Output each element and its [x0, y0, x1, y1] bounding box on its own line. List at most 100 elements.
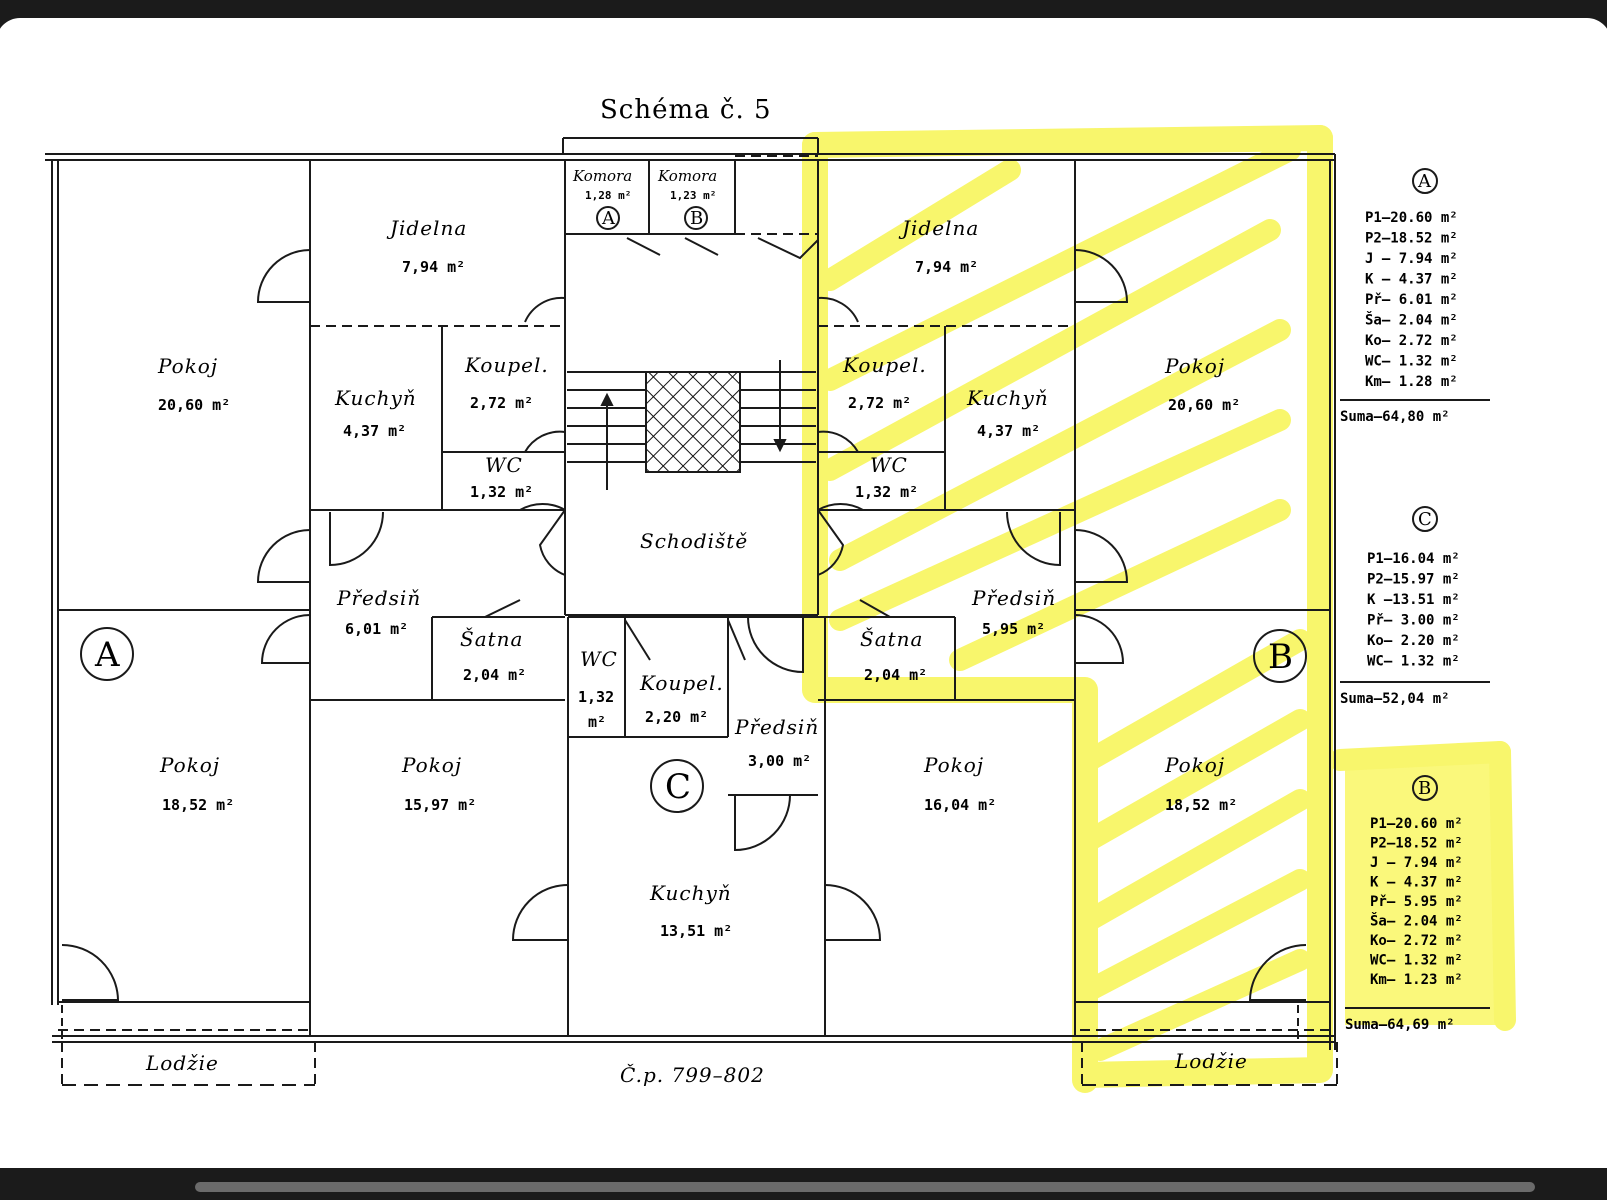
komora-a-name: Komora — [572, 167, 632, 185]
schodiste-name: Schodiště — [640, 529, 748, 553]
satna-a-name: Šatna — [460, 627, 523, 651]
pokoj-c2-name: Pokoj — [923, 753, 984, 777]
summary-c-mark: C — [1418, 509, 1432, 530]
wc-c-area: 1,32 — [578, 688, 614, 706]
summary-a-mark: A — [1417, 171, 1432, 192]
plan-title: Schéma č. 5 — [600, 95, 772, 125]
address-label: Č.p. 799–802 — [620, 1062, 765, 1087]
summary-row: K –13.51 m² — [1367, 592, 1460, 608]
summary-row: P2–15.97 m² — [1367, 572, 1460, 588]
lodzie-b-name: Lodžie — [1174, 1049, 1248, 1073]
wc-b-area: 1,32 m² — [855, 483, 918, 501]
koupel-c-area: 2,20 m² — [645, 708, 708, 726]
pokoj-b2-area: 18,52 m² — [1165, 796, 1237, 814]
jidelna-a-name: Jidelna — [386, 216, 467, 240]
kuchyn-a-name: Kuchyň — [334, 386, 417, 410]
koupel-b-area: 2,72 m² — [848, 394, 911, 412]
pokoj-a1-name: Pokoj — [157, 354, 218, 378]
summary-row: Př– 6.01 m² — [1365, 292, 1458, 308]
koupel-a-name: Koupel. — [464, 353, 549, 377]
summary-row: P2–18.52 m² — [1370, 836, 1463, 852]
summary-b-rows: P1–20.60 m² P2–18.52 m² J – 7.94 m² K – 4.3… — [1370, 816, 1463, 988]
summary-a-rows: P1–20.60 m² P2–18.52 m² J – 7.94 m² K – 4.3… — [1365, 210, 1458, 390]
pokoj-b1-name: Pokoj — [1164, 354, 1225, 378]
floor-plan-scan: Schéma č. 5 Komora 1,28 m² A Komora 1,23… — [0, 30, 1607, 1168]
lodzie-a-name: Lodžie — [145, 1051, 219, 1075]
summary-row: Ko– 2.72 m² — [1365, 333, 1458, 349]
summary-row: K – 4.37 m² — [1365, 272, 1458, 288]
pokoj-a2-area: 18,52 m² — [162, 796, 234, 814]
summary-b-total: Suma–64,69 m² — [1345, 1017, 1455, 1033]
pokoj-c1-area: 15,97 m² — [404, 796, 476, 814]
summary-row: Km– 1.23 m² — [1370, 972, 1463, 988]
komora-b-area: 1,23 m² — [670, 189, 716, 202]
summary-row: Ša– 2.04 m² — [1365, 311, 1458, 329]
predsin-a-name: Předsiň — [336, 586, 421, 610]
building-walls — [45, 137, 1338, 1086]
predsin-a-area: 6,01 m² — [345, 620, 408, 638]
summary-row: Ko– 2.20 m² — [1367, 633, 1460, 649]
pokoj-b1-area: 20,60 m² — [1168, 396, 1240, 414]
wc-a-name: WC — [485, 453, 523, 477]
predsin-c-area: 3,00 m² — [748, 752, 811, 770]
komora-b-name: Komora — [657, 167, 717, 185]
horizontal-scrollbar[interactable] — [195, 1182, 1535, 1192]
summary-row: P1–20.60 m² — [1370, 816, 1463, 832]
predsin-b-name: Předsiň — [971, 586, 1056, 610]
summary-row: Př– 5.95 m² — [1370, 894, 1463, 910]
summary-row: WC– 1.32 m² — [1365, 354, 1458, 370]
komora-b-mark: B — [690, 208, 703, 229]
summary-row: Ša– 2.04 m² — [1370, 912, 1463, 930]
predsin-b-area: 5,95 m² — [982, 620, 1045, 638]
pokoj-a1-area: 20,60 m² — [158, 396, 230, 414]
jidelna-b-name: Jidelna — [898, 216, 979, 240]
floor-plan-drawing: Schéma č. 5 Komora 1,28 m² A Komora 1,23… — [45, 95, 1516, 1093]
satna-b-area: 2,04 m² — [864, 666, 927, 684]
wc-c-unit: m² — [588, 713, 606, 731]
summary-row: J – 7.94 m² — [1365, 251, 1458, 267]
summary-row: WC– 1.32 m² — [1370, 953, 1463, 969]
satna-b-name: Šatna — [860, 627, 923, 651]
flat-c-marker: C — [665, 767, 691, 807]
pokoj-a2-name: Pokoj — [159, 753, 220, 777]
summary-a-total: Suma–64,80 m² — [1340, 409, 1450, 425]
koupel-b-name: Koupel. — [842, 353, 927, 377]
summary-row: WC– 1.32 m² — [1367, 654, 1460, 670]
jidelna-b-area: 7,94 m² — [915, 258, 978, 276]
summary-c-total: Suma–52,04 m² — [1340, 691, 1450, 707]
jidelna-a-area: 7,94 m² — [402, 258, 465, 276]
wc-a-area: 1,32 m² — [470, 483, 533, 501]
summary-row: Ko– 2.72 m² — [1370, 933, 1463, 949]
komora-a-area: 1,28 m² — [585, 189, 631, 202]
summary-row: K – 4.37 m² — [1370, 875, 1463, 891]
kuchyn-a-area: 4,37 m² — [343, 422, 406, 440]
door-swings — [61, 237, 1307, 1001]
flat-marker-circles — [80, 168, 1438, 813]
flat-b-marker: B — [1268, 637, 1293, 677]
pokoj-c1-name: Pokoj — [401, 753, 462, 777]
summary-b-mark: B — [1418, 778, 1431, 799]
summary-row: J – 7.94 m² — [1370, 855, 1463, 871]
pokoj-c2-area: 16,04 m² — [924, 796, 996, 814]
summary-row: Př– 3.00 m² — [1367, 613, 1460, 629]
flat-a-marker: A — [94, 635, 120, 675]
wc-c-name: WC — [580, 647, 618, 671]
window-top-bar — [0, 0, 1607, 58]
summary-row: Km– 1.28 m² — [1365, 374, 1458, 390]
koupel-c-name: Koupel. — [639, 671, 724, 695]
highlighter-marks — [802, 125, 1516, 1093]
summary-c-rows: P1–16.04 m² P2–15.97 m² K –13.51 m² Př– 3.0… — [1367, 551, 1460, 670]
wc-b-name: WC — [870, 453, 908, 477]
kuchyn-c-name: Kuchyň — [649, 881, 732, 905]
summary-row: P2–18.52 m² — [1365, 231, 1458, 247]
predsin-c-name: Předsiň — [734, 715, 819, 739]
komora-a-mark: A — [601, 208, 616, 229]
pokoj-b2-name: Pokoj — [1164, 753, 1225, 777]
satna-a-area: 2,04 m² — [463, 666, 526, 684]
summary-row: P1–20.60 m² — [1365, 210, 1458, 226]
summary-row: P1–16.04 m² — [1367, 551, 1460, 567]
staircase — [567, 360, 816, 490]
summary-rules — [1340, 399, 1490, 1009]
kuchyn-c-area: 13,51 m² — [660, 922, 732, 940]
kuchyn-b-area: 4,37 m² — [977, 422, 1040, 440]
